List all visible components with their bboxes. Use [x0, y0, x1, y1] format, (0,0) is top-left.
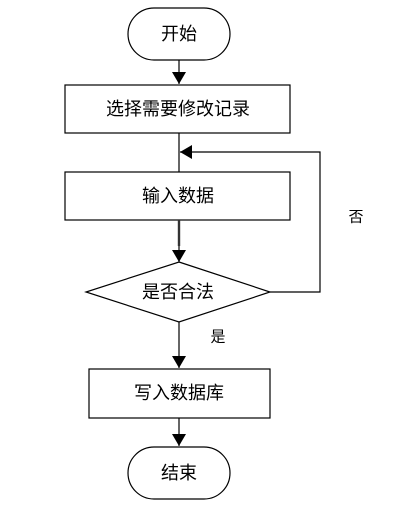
edge-yes-label: 是 — [210, 328, 225, 346]
write-db-node: 写入数据库 — [88, 368, 271, 419]
edge-no-loop: 否 — [180, 145, 364, 293]
edge-yes: 是 — [172, 322, 226, 368]
start-label: 开始 — [161, 24, 197, 45]
select-record-label: 选择需要修改记录 — [106, 99, 250, 120]
end-node: 结束 — [127, 446, 231, 500]
check-valid-label: 是否合法 — [142, 282, 214, 303]
check-valid-decision: 是否合法 — [84, 261, 272, 323]
start-node: 开始 — [127, 7, 231, 61]
select-record-node: 选择需要修改记录 — [64, 84, 291, 134]
write-db-label: 写入数据库 — [134, 383, 224, 404]
input-data-node: 输入数据 — [64, 171, 291, 221]
input-data-label: 输入数据 — [142, 186, 214, 207]
end-label: 结束 — [161, 463, 197, 484]
edge-no-label: 否 — [348, 208, 363, 226]
